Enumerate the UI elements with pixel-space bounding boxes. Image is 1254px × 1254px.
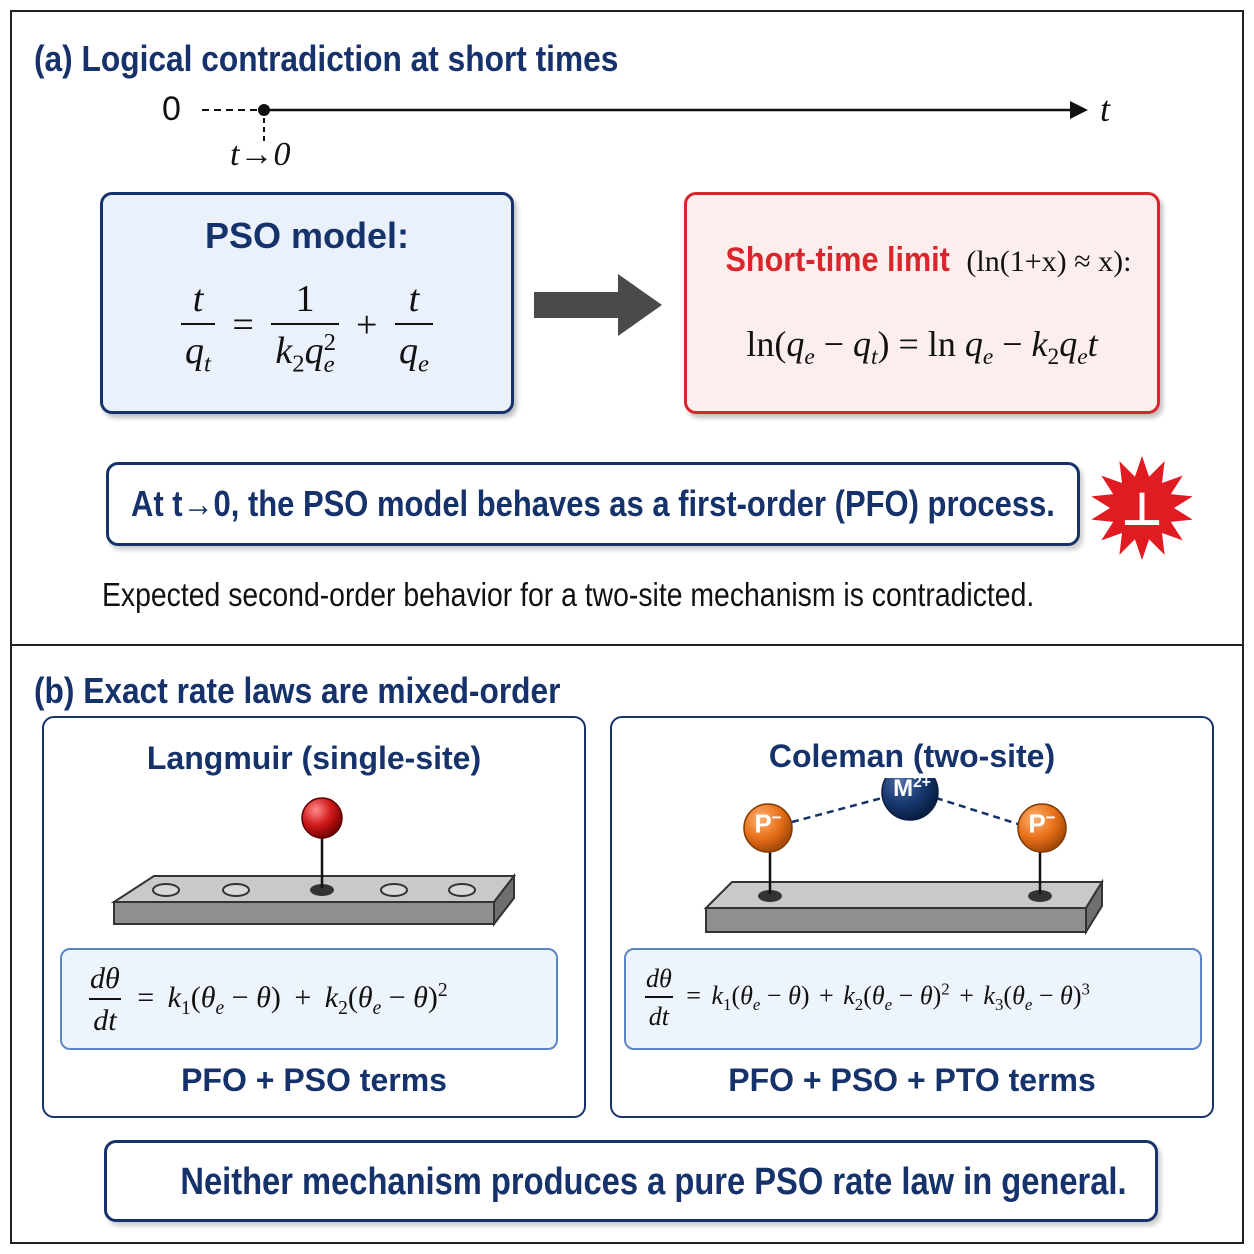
langmuir-card: Langmuir (single-site) [42,716,586,1118]
phosphate-ion-right [1017,803,1067,853]
ion-right-label: P− [1028,808,1056,839]
panel-a-heading: (a) Logical contradiction at short times [34,38,619,79]
metal-ion-center [881,778,939,821]
occupied-site-left [758,890,782,902]
timeline-limit-label: t→0 [230,136,291,173]
conclusion-text: Neither mechanism produces a pure PSO ra… [180,1161,1127,1203]
langmuir-terms: PFO + PSO terms [181,1062,447,1098]
short-time-limit-box: Short-time limit (ln(1+x) ≈ x): ln(qe − … [684,192,1160,414]
limit-point [258,104,270,116]
surface-site [152,883,180,897]
occupied-site [310,884,334,896]
coleman-terms: PFO + PSO + PTO terms [728,1062,1096,1098]
ion-center-label: M2+ [893,774,931,802]
phosphate-ion-left [743,803,793,853]
single-site-surface-diagram [110,797,517,927]
short-time-limit-title: Short-time limit [725,241,950,279]
timeline-origin-label: 0 [162,90,181,128]
surface-site [448,883,476,897]
timeline [202,101,1088,142]
implies-arrow [534,274,662,336]
axis-arrowhead [1070,101,1088,119]
short-time-equation: ln(qe − qt) = ln qe − k2qet [746,324,1098,371]
adsorbate-ball [301,797,343,839]
pfo-statement: At t→0, the PSO model behaves as a first… [131,483,1055,524]
timeline-axis-label: t [1100,89,1111,129]
short-time-limit-approx: (ln(1+x) ≈ x): [966,245,1132,278]
panel-b: (b) Exact rate laws are mixed-order Lang… [10,644,1244,1244]
occupied-site-right [1028,890,1052,902]
pso-model-title: PSO model: [204,215,410,256]
two-site-surface-diagram [703,778,1104,936]
surface-site [222,883,250,897]
conclusion-box: Neither mechanism produces a pure PSO ra… [104,1140,1158,1222]
contradiction-symbol: ⊥ [1120,482,1164,536]
coleman-title: Coleman (two-site) [768,738,1056,774]
ion-left-label: P− [754,808,782,839]
contradiction-note: Expected second-order behavior for a two… [102,576,1035,613]
contradiction-burst-icon [1091,456,1193,560]
panel-b-heading: (b) Exact rate laws are mixed-order [34,670,561,711]
surface-site [380,883,408,897]
pfo-statement-box: At t→0, the PSO model behaves as a first… [106,462,1080,546]
langmuir-title: Langmuir (single-site) [146,740,482,776]
panel-a: (a) Logical contradiction at short times… [10,10,1244,646]
